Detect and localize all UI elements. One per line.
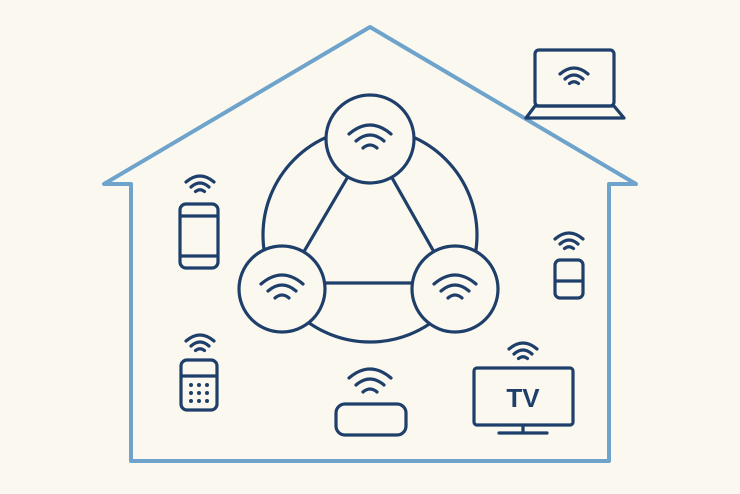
wifi-icon <box>184 333 216 353</box>
house-outline <box>102 25 638 463</box>
wifi-icon <box>507 341 539 361</box>
wifi-icon <box>347 367 393 394</box>
wifi-icon <box>184 174 216 194</box>
mesh-router-node-top <box>324 93 416 185</box>
mesh-router-node-right <box>410 244 500 334</box>
wifi-icon <box>558 66 590 86</box>
smartphone-icon <box>178 174 220 270</box>
mesh-router-node-left <box>237 244 327 334</box>
wifi-icon <box>553 231 585 251</box>
laptop-icon <box>524 48 626 120</box>
smart-speaker-icon <box>553 231 585 300</box>
remote-control-icon <box>179 333 219 412</box>
tv-label: TV <box>506 383 540 413</box>
tv-icon: TV <box>472 341 575 435</box>
streaming-box-icon <box>334 367 408 437</box>
